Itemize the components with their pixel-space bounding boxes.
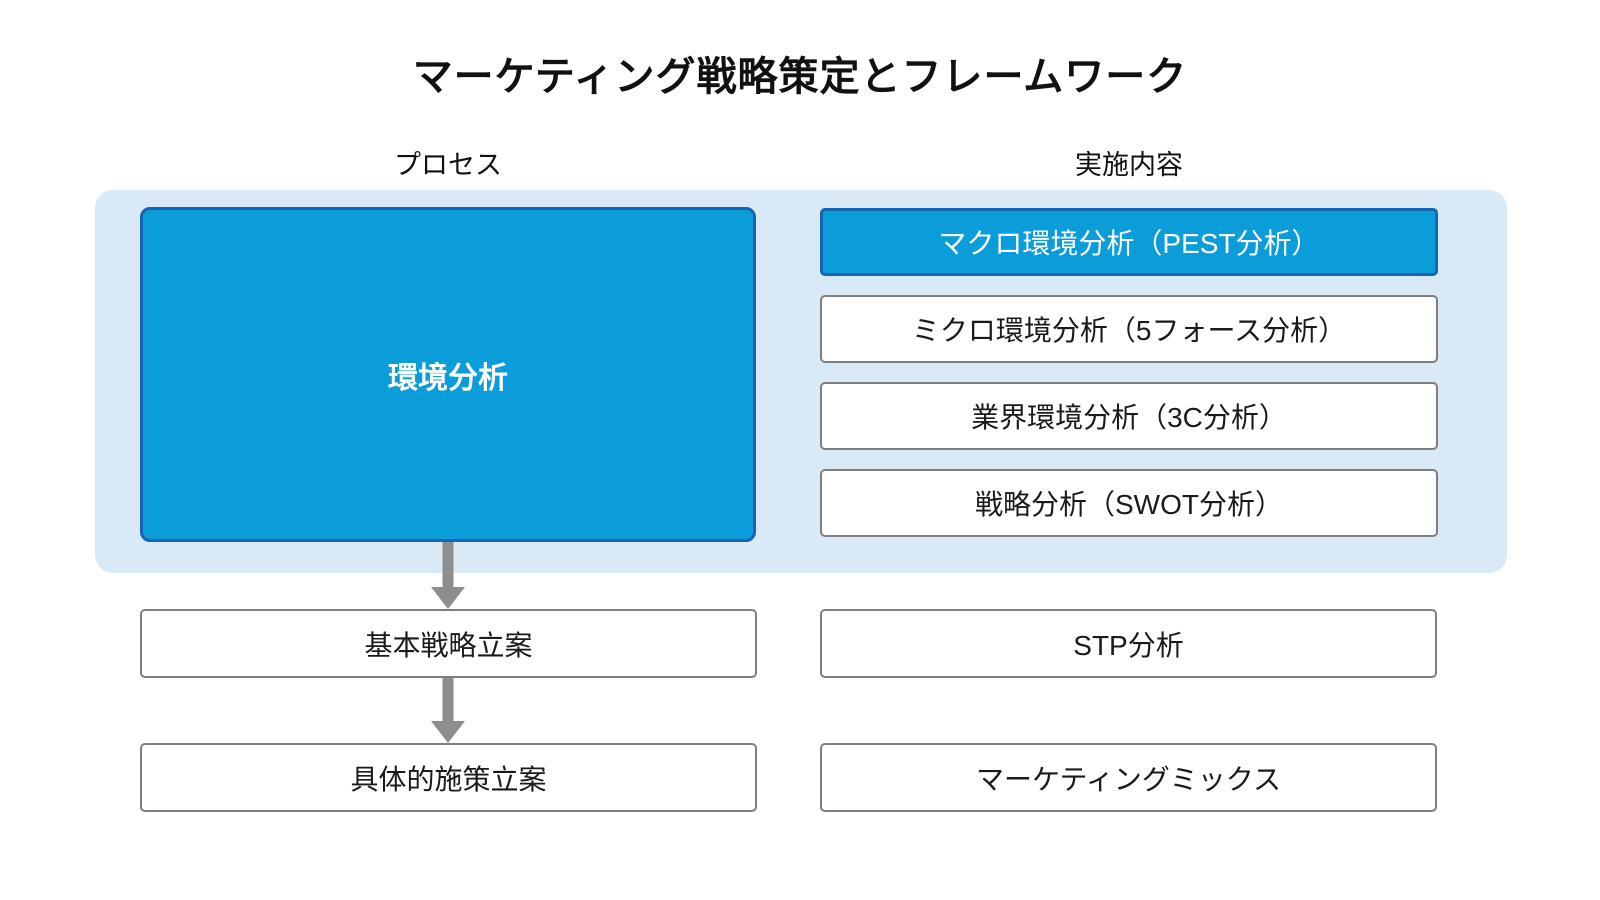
framework-item-swot: 戦略分析（SWOT分析）	[820, 469, 1438, 537]
page-title: マーケティング戦略策定とフレームワーク	[412, 55, 1188, 99]
framework-item-3c: 業界環境分析（3C分析）	[820, 382, 1438, 450]
column-header-content: 実施内容	[1075, 150, 1183, 180]
environment-analysis-box: 環境分析	[140, 207, 756, 542]
framework-box-stp: STP分析	[820, 609, 1437, 678]
framework-item-pest: マクロ環境分析（PEST分析）	[820, 208, 1438, 276]
framework-item-five-forces: ミクロ環境分析（5フォース分析）	[820, 295, 1438, 363]
process-box-basic-strategy: 基本戦略立案	[140, 609, 757, 678]
process-box-concrete-measures: 具体的施策立案	[140, 743, 757, 812]
down-arrow-icon	[428, 542, 468, 609]
framework-box-marketing-mix: マーケティングミックス	[820, 743, 1437, 812]
column-header-process: プロセス	[394, 150, 502, 180]
down-arrow-icon	[428, 678, 468, 743]
